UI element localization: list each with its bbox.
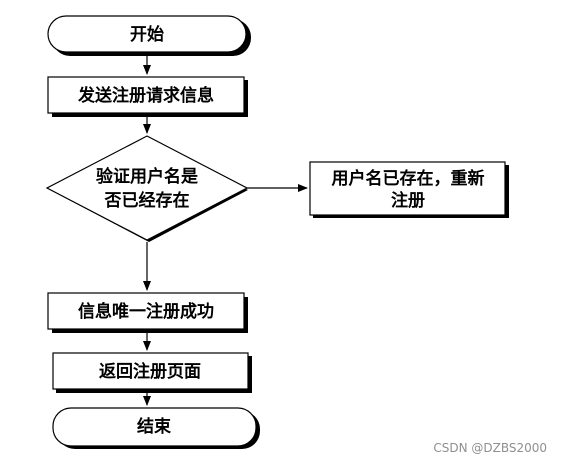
end-terminator: 结束 <box>52 407 260 449</box>
send-request-label: 发送注册请求信息 <box>77 85 214 106</box>
start-terminator: 开始 <box>47 15 251 56</box>
end-label: 结束 <box>137 416 171 437</box>
decision-label-line1: 验证用户名是 <box>96 166 198 187</box>
csdn-watermark: CSDN @DZBS2000 <box>433 441 547 455</box>
exists-label-line1: 用户名已存在，重新 <box>332 168 485 189</box>
start-label: 开始 <box>130 24 164 45</box>
register-success-label: 信息唯一注册成功 <box>78 301 214 322</box>
return-register-page-process: 返回注册页面 <box>52 352 252 393</box>
decision-label-line2: 否已经存在 <box>104 190 190 211</box>
exists-label-line2: 注册 <box>391 190 425 211</box>
username-exists-process: 用户名已存在，重新 注册 <box>309 161 509 218</box>
register-success-process: 信息唯一注册成功 <box>47 292 248 333</box>
send-request-process: 发送注册请求信息 <box>47 76 248 117</box>
return-register-page-label: 返回注册页面 <box>99 361 201 382</box>
check-username-decision: 验证用户名是 否已经存在 <box>45 135 249 242</box>
